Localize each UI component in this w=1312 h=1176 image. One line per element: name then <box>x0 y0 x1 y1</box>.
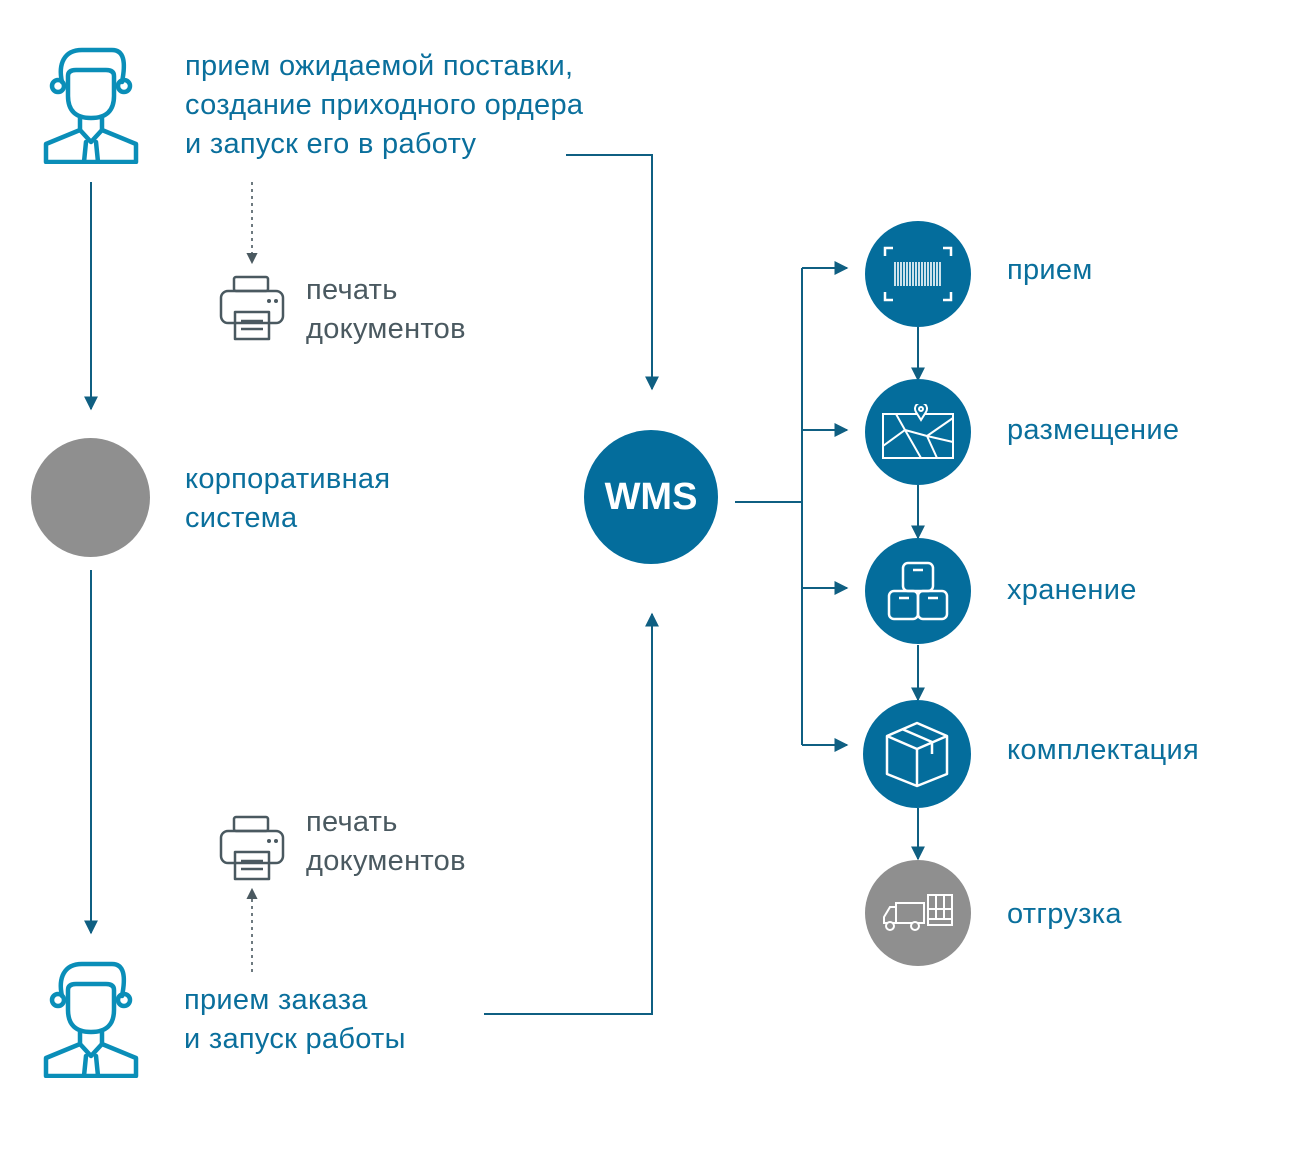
text-line: корпоративная <box>185 463 391 495</box>
truck-icon <box>883 894 953 931</box>
step-label: размещение <box>1007 414 1180 446</box>
bottom-actor-text: прием заказа и запуск работы <box>184 981 406 1059</box>
person-icon <box>43 961 139 1078</box>
print-top-text: печать документов <box>306 271 466 349</box>
wms-node: WMS <box>584 430 718 564</box>
text-line: прием заказа <box>184 984 368 1016</box>
text-line: документов <box>306 845 466 877</box>
package-icon <box>885 721 949 788</box>
text-line: создание приходного ордера <box>185 89 584 121</box>
step-placement <box>865 379 971 485</box>
step-label: прием <box>1007 254 1093 286</box>
arrow-bottom-to-wms <box>484 612 659 1015</box>
corporate-system-node <box>31 438 150 557</box>
barcode-scan-icon <box>883 246 953 302</box>
text-line: документов <box>306 313 466 345</box>
print-bottom-text: печать документов <box>306 803 466 881</box>
text-line: печать <box>306 806 398 838</box>
step-label: хранение <box>1007 574 1137 606</box>
step-picking <box>863 700 971 808</box>
printer-icon <box>219 815 285 881</box>
corporate-system-text: корпоративная система <box>185 460 390 538</box>
step-label: отгрузка <box>1007 898 1122 930</box>
arrow-top-to-wms <box>566 154 659 391</box>
text-line: система <box>185 502 298 534</box>
step-receiving <box>865 221 971 327</box>
top-actor-text: прием ожидаемой поставки, создание прихо… <box>185 47 583 164</box>
wms-label: WMS <box>604 475 698 518</box>
text-line: прием ожидаемой поставки, <box>185 50 574 82</box>
map-pin-icon <box>882 404 954 459</box>
step-shipping <box>865 860 971 966</box>
text-line: печать <box>306 274 398 306</box>
printer-icon <box>219 275 285 341</box>
step-label: комплектация <box>1007 734 1200 766</box>
text-line: и запуск работы <box>184 1023 406 1055</box>
boxes-icon <box>887 561 949 621</box>
person-icon <box>43 47 139 164</box>
step-storage <box>865 538 971 644</box>
text-line: и запуск его в работу <box>185 128 477 160</box>
